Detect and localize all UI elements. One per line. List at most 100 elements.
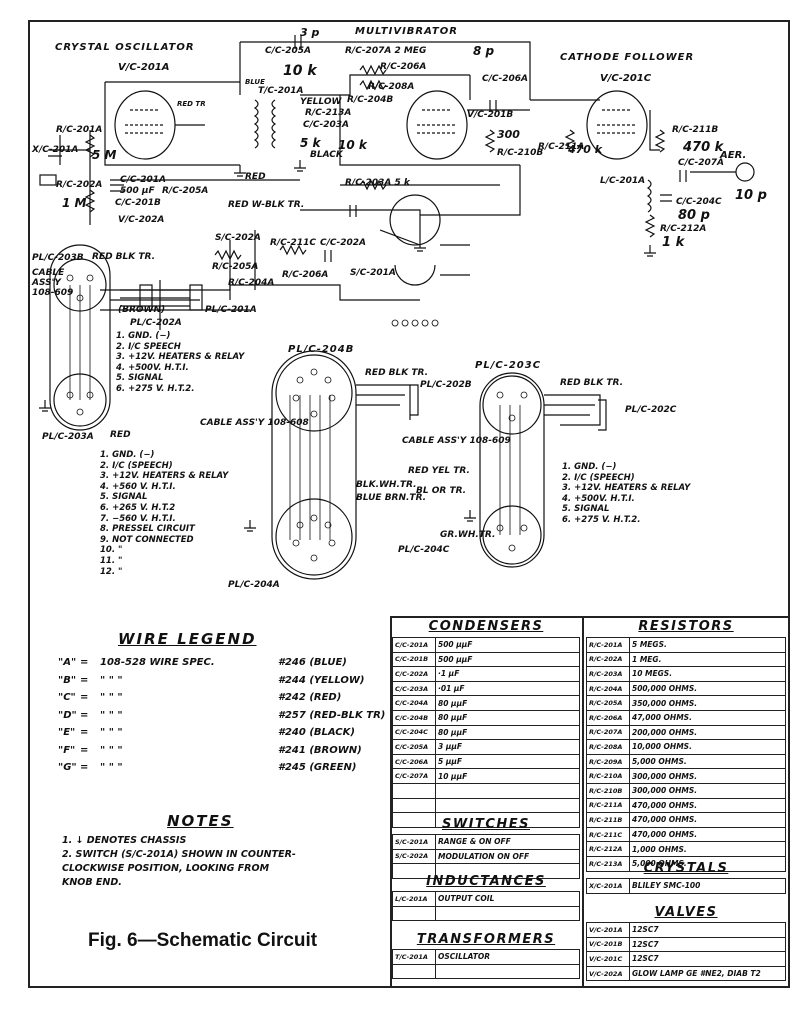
label-gr-wh-tr: GR.WH.TR.: [440, 530, 496, 540]
part-value: 10 µµF: [435, 768, 580, 784]
part-value: OSCILLATOR: [435, 949, 580, 965]
part-value: 5,000 OHMS.: [629, 753, 786, 770]
part-value: ·1 µF: [435, 666, 580, 682]
part-value: 500,000 OHMS.: [629, 680, 786, 697]
plug-pl203c-body: [479, 372, 545, 568]
label-1k: 1 k: [662, 235, 685, 250]
label-pl204c: PL/C-204C: [398, 545, 450, 555]
notes-section: NOTES 1. ↓ DENOTES CHASSIS 2. SWITCH (S/…: [62, 812, 382, 890]
part-value: 500 µµF: [435, 651, 580, 668]
label-pl202a: PL/C-202A: [130, 318, 182, 328]
label-pl202c: PL/C-202C: [625, 405, 677, 415]
label-red-blk-tr-c: RED BLK TR.: [560, 378, 624, 388]
label-vc202a: V/C-202A: [118, 215, 165, 225]
label-1m: 1 M: [62, 196, 87, 210]
wire-code: "B": [58, 674, 77, 686]
label-pl203a: PL/C-203A: [42, 432, 94, 442]
label-rc207a: R/C-207A 2 MEG: [345, 46, 427, 56]
part-ref: T/C-201A: [392, 949, 436, 965]
pin-legend-pl204-item: 11. ": [100, 555, 123, 566]
label-pl203c: PL/C-203C: [475, 360, 542, 371]
part-value: 12SC7: [629, 922, 786, 938]
pin-legend-pl204-item: 7. −560 V. H.T.I.: [100, 513, 176, 524]
part-value: BLILEY SMC-100: [629, 878, 786, 894]
label-8p: 8 p: [473, 44, 495, 58]
part-value: RANGE & ON OFF: [435, 834, 580, 850]
transformers-row: [392, 963, 580, 980]
part-value: 1,000 OHMS.: [629, 841, 786, 857]
part-ref: R/C-201A: [586, 637, 630, 653]
label-470k: 470 k: [568, 143, 603, 156]
part-ref: R/C-205A: [586, 695, 630, 711]
label-red-tr: RED TR: [177, 100, 206, 108]
label-rc205a: R/C-205A: [212, 262, 259, 272]
part-value: 470,000 OHMS.: [629, 797, 786, 814]
part-value: 10,000 OHMS.: [629, 739, 786, 755]
notes-title: NOTES: [167, 812, 234, 830]
part-ref: C/C-206A: [392, 753, 436, 770]
label-lc201a: L/C-201A: [600, 176, 646, 186]
wire-legend-row: "A"=108-528 WIRE SPEC.#246 (BLUE): [58, 654, 388, 672]
part-value: [435, 863, 580, 879]
label-470k-b: 470 k: [683, 140, 724, 155]
wire-value: #257 (RED-BLK TR): [278, 709, 386, 721]
label-rc211b: R/C-211B: [672, 125, 719, 135]
label-rc204a: R/C-204A: [228, 278, 275, 288]
part-value: 500 µµF: [435, 637, 580, 653]
part-ref: V/C-201B: [586, 936, 630, 953]
label-vc201a: V/C-201A: [118, 62, 170, 73]
part-ref: X/C-201A: [586, 878, 630, 894]
wire-spec: 108-528 WIRE SPEC.: [100, 657, 215, 669]
pin-legend-pl203c-item: 4. +500V. H.T.I.: [562, 493, 635, 504]
part-ref: R/C-206A: [586, 709, 630, 726]
part-ref: V/C-201C: [586, 951, 630, 967]
label-10k-a: 10 k: [283, 63, 317, 79]
part-value: MODULATION ON OFF: [435, 848, 580, 865]
part-ref: C/C-201B: [392, 651, 436, 668]
label-bl-or-tr: BL OR TR.: [416, 486, 467, 496]
pin-legend-pl204-item: 1. GND. (−): [100, 450, 155, 460]
pin-legend-pl203-item: 6. +275 V. H.T.2.: [116, 383, 195, 394]
switches-title: SWITCHES: [441, 817, 531, 832]
part-value: 300,000 OHMS.: [629, 768, 786, 784]
label-rc210b: R/C-210B: [497, 148, 544, 158]
wire-code: "E": [58, 727, 76, 739]
wire-code: "G": [58, 762, 77, 774]
note-line: CLOCKWISE POSITION, LOOKING FROM: [62, 863, 270, 874]
part-value: GLOW LAMP GE #NE2, DIAB T2: [629, 965, 786, 982]
part-ref: C/C-201A: [392, 637, 436, 653]
part-ref: [392, 905, 436, 922]
part-ref: R/C-204A: [586, 680, 630, 697]
part-ref: R/C-212A: [586, 841, 630, 857]
part-ref: R/C-202A: [586, 651, 630, 668]
wire-code: "D": [58, 709, 77, 721]
part-ref: L/C-201A: [392, 891, 436, 907]
label-rc211c: R/C-211C: [270, 238, 316, 248]
label-sc202a: S/C-202A: [215, 233, 261, 243]
label-pl204a: PL/C-204A: [228, 580, 280, 590]
resistors-title: RESISTORS: [638, 619, 734, 634]
part-ref: R/C-211C: [586, 826, 630, 843]
wire-legend-row: "C"=" " "#242 (RED): [58, 689, 388, 707]
figure-caption: Fig. 6—Schematic Circuit: [88, 930, 318, 951]
part-ref: R/C-203A: [586, 666, 630, 682]
label-yellow: YELLOW: [300, 97, 342, 107]
part-ref: C/C-205A: [392, 739, 436, 755]
note-line: 2. SWITCH (S/C-201A) SHOWN IN COUNTER-: [62, 849, 296, 860]
condensers-row: [392, 797, 580, 814]
wire-code: "A": [58, 657, 77, 669]
part-ref: R/C-211B: [586, 812, 630, 828]
label-10k-b: 10 k: [338, 138, 367, 152]
part-ref: S/C-202A: [392, 848, 436, 865]
label-red-b: RED: [110, 430, 131, 440]
label-brown: (BROWN): [118, 305, 166, 315]
part-value: 1 MEG.: [629, 651, 786, 668]
